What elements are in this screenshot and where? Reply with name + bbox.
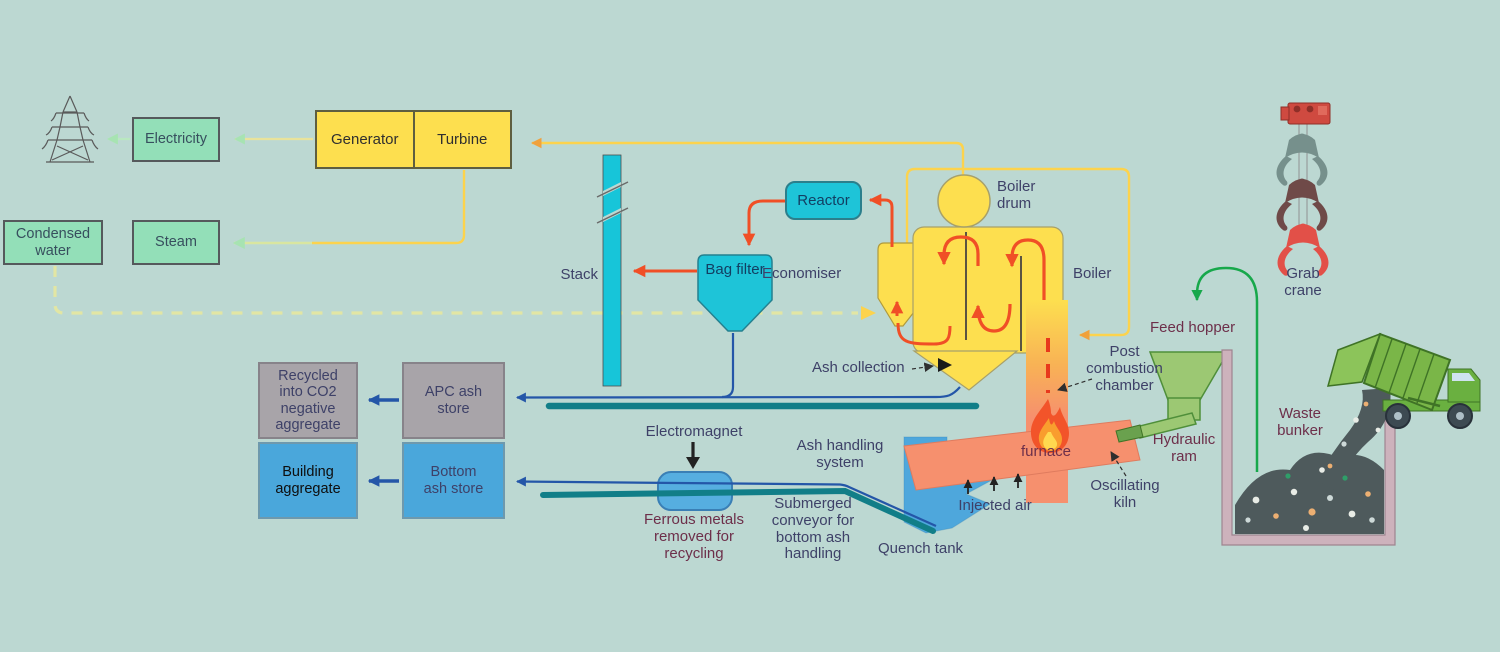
recycled-aggregate-box: Recycled into CO2 negative aggregate: [258, 362, 358, 439]
post-combustion-pointer: [1057, 378, 1093, 392]
boiler-to-economiser-line: [896, 322, 952, 346]
quench-tank-label: Quench tank: [878, 540, 964, 557]
electricity-pylon-icon: [41, 95, 99, 163]
electricity-box: Electricity: [132, 117, 220, 162]
generator-box: Generator: [330, 131, 399, 148]
stack-label: Stack: [560, 266, 598, 283]
ash-hopper-arrowhead: [938, 358, 952, 372]
boiler-drum-shape: [937, 174, 991, 228]
turbine-box: Turbine: [412, 112, 511, 167]
apc-ash-store-box: APC ash store: [402, 362, 505, 439]
condensed-water-box: Condensed water: [3, 220, 103, 265]
ferrous-metals-label: Ferrous metals removed for recycling: [643, 511, 745, 562]
flyash-duct-from-boiler: [516, 386, 961, 403]
flyash-duct-from-bagfilter: [721, 333, 735, 399]
grab-crane-icon: [1276, 102, 1331, 276]
submerged-conveyor-label: Submerged conveyor for bottom ash handli…: [771, 495, 855, 563]
dump-truck: [1326, 332, 1481, 429]
economiser-to-reactor-line: [868, 193, 894, 247]
stack-shape: [596, 154, 629, 387]
reactor-box: Reactor: [785, 181, 862, 220]
economiser-label: Economiser: [762, 265, 842, 282]
drum-to-turbine-line: [530, 137, 965, 176]
electromagnet-arrow: [686, 442, 700, 469]
feed-hopper-label: Feed hopper: [1150, 319, 1236, 336]
boiler-label: Boiler: [1073, 265, 1112, 282]
waste-stream: [1316, 388, 1391, 492]
oscillating-kiln-label: Oscillating kiln: [1090, 477, 1160, 511]
waste-bunker-label: Waste bunker: [1277, 405, 1323, 439]
bottom-ash-conveyor-line: [516, 476, 937, 528]
reactor-to-bagfilter-line: [742, 199, 786, 247]
boiler-ash-hopper: [912, 350, 1019, 391]
feedwater-arrowhead: [861, 306, 876, 320]
bottom-ash-store-box: Bottom ash store: [402, 442, 505, 519]
boiler-baffles: [965, 232, 1022, 351]
bottom-ash-conveyor-teal: [540, 487, 936, 534]
waste-pile: [1235, 452, 1384, 534]
boiler-gas-flow-arrows: [937, 235, 1046, 333]
furnace-label: furnace: [1020, 443, 1072, 460]
grab-crane-path: [1191, 266, 1259, 472]
ash-handling-label: Ash handling system: [796, 437, 884, 471]
bag-filter-label: Bag filter: [705, 261, 765, 278]
hydraulic-ram-head: [1115, 424, 1144, 443]
economiser-drum-loop: [905, 167, 1131, 341]
waste-specks: [1245, 401, 1381, 531]
injected-air-label: Injected air: [958, 497, 1032, 514]
bag-filter-shape: [697, 254, 773, 332]
grab-crane-label: Grab crane: [1284, 265, 1322, 299]
boiler-drum-label: Boiler drum: [997, 178, 1036, 212]
oscillating-kiln-pointer: [1110, 451, 1127, 477]
generator-turbine-box: Generator Turbine: [315, 110, 512, 169]
turbine-to-steam-line: [312, 170, 466, 245]
ash-collection-pointer: [911, 362, 934, 372]
flame-icon: [1030, 399, 1069, 453]
post-combustion-label: Post combustion chamber: [1086, 343, 1163, 394]
electromagnet-label: Electromagnet: [645, 423, 743, 440]
steam-box: Steam: [132, 220, 220, 265]
ash-collection-label: Ash collection: [812, 359, 905, 376]
condensed-water-return-line: [53, 266, 858, 315]
injected-air-arrows: [963, 473, 1023, 494]
building-aggregate-box: Building aggregate: [258, 442, 358, 519]
hydraulic-ram-label: Hydraulic ram: [1152, 431, 1216, 465]
